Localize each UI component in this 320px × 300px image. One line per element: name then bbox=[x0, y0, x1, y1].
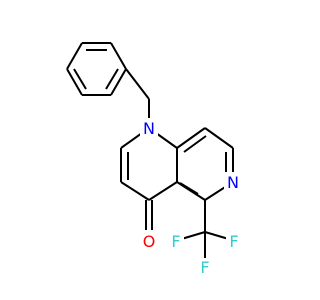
atom-label-f1: F bbox=[168, 232, 184, 251]
atom-label-o: O bbox=[140, 230, 158, 251]
atom-label-n1: N bbox=[140, 118, 158, 138]
phenyl-ring bbox=[66, 42, 127, 96]
pyridone-ring bbox=[120, 127, 178, 201]
atom-label-f2: F bbox=[226, 232, 242, 251]
carbonyl-bond bbox=[145, 200, 153, 230]
fluorine-label: F bbox=[229, 232, 238, 251]
pyridine-ring bbox=[176, 127, 234, 201]
fluorine-label: F bbox=[171, 232, 180, 251]
trifluoromethyl-group bbox=[177, 200, 233, 260]
atom-label-n6: N bbox=[224, 172, 242, 192]
fluorine-label: F bbox=[200, 258, 209, 277]
molecule-structure: N N O F F F bbox=[66, 42, 242, 277]
nitrogen-label: N bbox=[143, 119, 155, 138]
atom-label-f3: F bbox=[197, 258, 213, 277]
nitrogen-label: N bbox=[227, 173, 239, 192]
oxygen-label: O bbox=[143, 232, 156, 251]
